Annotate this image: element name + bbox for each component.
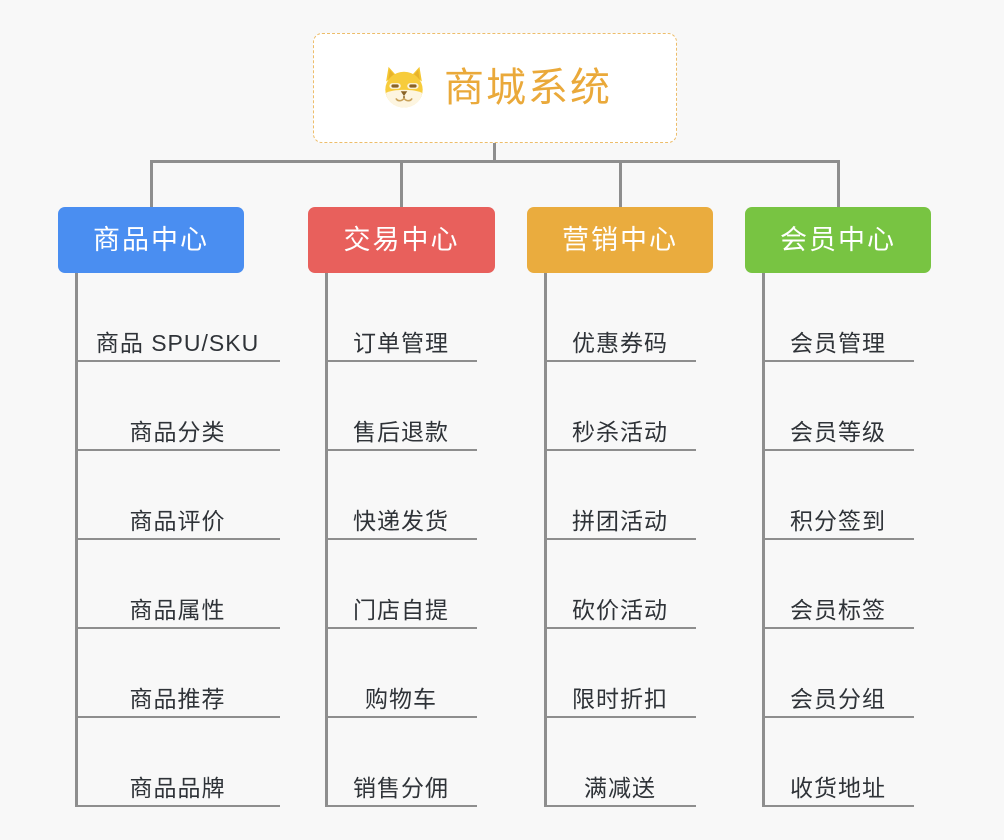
leaf-item[interactable]: 商品属性 [75,540,280,629]
leaf-label: 商品评价 [129,507,226,534]
leaf-column-3: 优惠券码 秒杀活动 拼团活动 砍价活动 限时折扣 满减送 [544,273,696,807]
root-title: 商城系统 [444,66,612,110]
leaf-label: 会员分组 [790,685,886,712]
leaf-label: 商品推荐 [129,685,226,712]
leaf-label: 砍价活动 [572,596,668,623]
leaf-item[interactable]: 快递发货 [325,451,477,540]
leaf-item[interactable]: 会员分组 [762,629,914,718]
leaf-label: 商品 SPU/SKU [95,329,260,356]
shiba-dog-face-icon [385,66,423,108]
category-box-2[interactable]: 交易中心 [308,207,495,273]
leaf-item[interactable]: 会员管理 [762,273,914,362]
leaf-label: 订单管理 [353,329,449,356]
leaf-item[interactable]: 购物车 [325,629,477,718]
leaf-item[interactable]: 优惠券码 [544,273,696,362]
leaf-item[interactable]: 销售分佣 [325,718,477,807]
leaf-stem-1 [75,273,78,807]
leaf-label: 会员管理 [790,329,886,356]
leaf-label: 商品属性 [129,596,226,623]
leaf-label: 秒杀活动 [572,418,668,445]
leaf-stem-4 [762,273,765,807]
root-node[interactable]: 商城系统 [313,33,677,143]
leaf-item[interactable]: 秒杀活动 [544,362,696,451]
leaf-label: 拼团活动 [572,507,668,534]
leaf-column-2: 订单管理 售后退款 快递发货 门店自提 购物车 销售分佣 [325,273,477,807]
leaf-label: 购物车 [365,685,437,712]
leaf-label: 快递发货 [353,507,449,534]
leaf-item[interactable]: 售后退款 [325,362,477,451]
leaf-item[interactable]: 收货地址 [762,718,914,807]
leaf-label: 限时折扣 [572,685,668,712]
leaf-item[interactable]: 商品 SPU/SKU [75,273,280,362]
leaf-label: 售后退款 [353,418,449,445]
category-box-3[interactable]: 营销中心 [527,207,713,273]
leaf-item[interactable]: 订单管理 [325,273,477,362]
leaf-stem-2 [325,273,328,807]
leaf-column-4: 会员管理 会员等级 积分签到 会员标签 会员分组 收货地址 [762,273,914,807]
leaf-item[interactable]: 商品推荐 [75,629,280,718]
leaf-label: 门店自提 [353,596,449,623]
category-box-1[interactable]: 商品中心 [58,207,244,273]
category-label-1: 商品中心 [93,224,209,255]
leaf-item[interactable]: 砍价活动 [544,540,696,629]
leaf-label: 满减送 [584,774,656,801]
category-label-3: 营销中心 [562,224,678,255]
leaf-column-1: 商品 SPU/SKU 商品分类 商品评价 商品属性 商品推荐 商品品牌 [75,273,280,807]
leaf-label: 积分签到 [790,507,886,534]
branch-drop-4 [837,160,840,207]
root-connector-stem [493,143,496,163]
leaf-label: 会员等级 [790,418,886,445]
leaf-label: 销售分佣 [353,774,449,801]
branch-drop-3 [619,160,622,207]
leaf-item[interactable]: 门店自提 [325,540,477,629]
branch-drop-2 [400,160,403,207]
leaf-label: 会员标签 [790,596,886,623]
leaf-item[interactable]: 会员等级 [762,362,914,451]
leaf-label: 商品品牌 [129,774,226,801]
leaf-label: 收货地址 [790,774,886,801]
leaf-item[interactable]: 会员标签 [762,540,914,629]
leaf-stem-3 [544,273,547,807]
leaf-label: 商品分类 [129,418,226,445]
category-label-4: 会员中心 [780,224,896,255]
category-box-4[interactable]: 会员中心 [745,207,931,273]
leaf-item[interactable]: 商品评价 [75,451,280,540]
branch-connector-bus [150,160,840,163]
leaf-item[interactable]: 限时折扣 [544,629,696,718]
category-label-2: 交易中心 [343,224,460,255]
leaf-item[interactable]: 满减送 [544,718,696,807]
leaf-label: 优惠券码 [572,329,668,356]
branch-drop-1 [150,160,153,207]
leaf-item[interactable]: 拼团活动 [544,451,696,540]
leaf-item[interactable]: 积分签到 [762,451,914,540]
leaf-item[interactable]: 商品分类 [75,362,280,451]
leaf-item[interactable]: 商品品牌 [75,718,280,807]
